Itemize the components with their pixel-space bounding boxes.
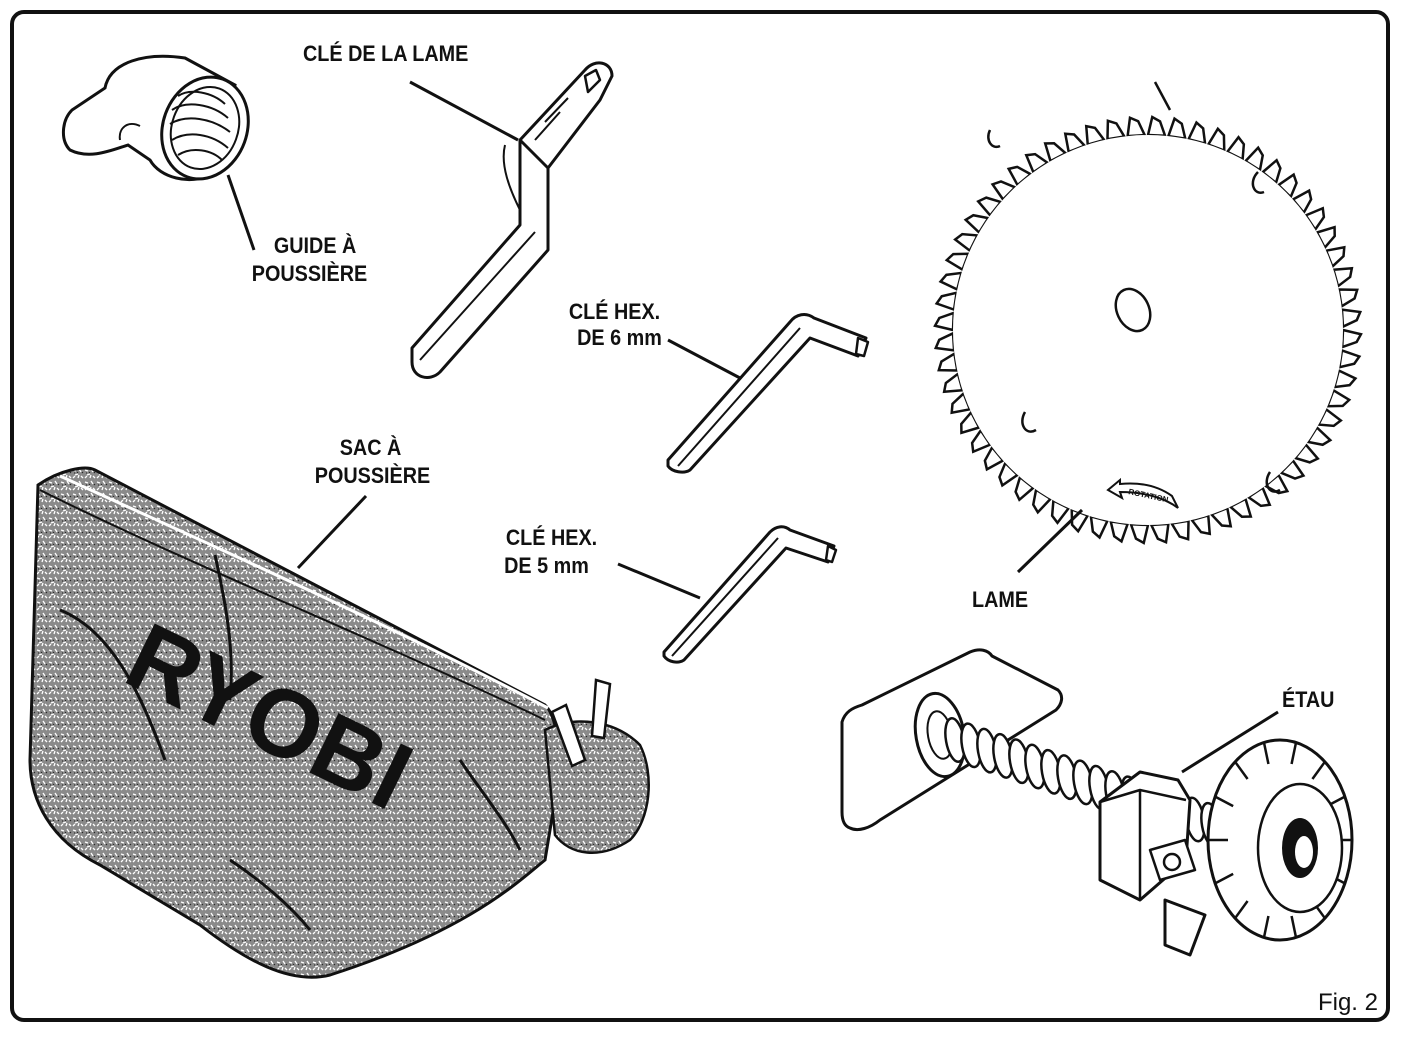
- hex-key-5mm-part: [662, 525, 838, 664]
- rotation-arrow: [1106, 477, 1179, 509]
- label-blade-wrench: CLÉ DE LA LAME: [303, 41, 469, 66]
- blade-tooth: [1169, 519, 1190, 541]
- blade-wrench-part: [410, 61, 614, 379]
- knob-ridge: [1234, 761, 1249, 780]
- label-dust-bag-line2: POUSSIÈRE: [314, 463, 431, 488]
- label-hex5-line2: DE 5 mm: [504, 553, 589, 578]
- blade-leader: [1016, 508, 1084, 574]
- dust-bag-part: RYOBI: [28, 466, 650, 979]
- blade-tooth: [1126, 115, 1147, 138]
- knob-ridge: [1214, 795, 1234, 808]
- label-dust-guide-line1: GUIDE À: [273, 233, 357, 258]
- label-hex5-line1: CLÉ HEX.: [505, 525, 598, 550]
- label-blade: LAME: [972, 587, 1029, 612]
- label-hex6-line1: CLÉ HEX.: [568, 299, 661, 324]
- label-dust-bag-line1: SAC À: [339, 435, 402, 460]
- hex-key-6mm-part: [666, 313, 870, 474]
- knob-ridge: [1290, 915, 1298, 938]
- dust-bag-leader: [296, 494, 368, 570]
- knob-ridge: [1234, 900, 1249, 919]
- label-clamp: ÉTAU: [1282, 687, 1335, 712]
- blade-tooth: [1337, 348, 1362, 369]
- hex5-leader: [617, 562, 701, 600]
- blade-tooth: [937, 351, 959, 372]
- blade-tooth: [1109, 519, 1130, 544]
- blade-tooth: [933, 311, 956, 332]
- clamp-part: [840, 648, 1354, 957]
- label-hex6-line2: DE 6 mm: [577, 325, 662, 350]
- blade-tooth: [934, 291, 959, 312]
- knob-ridge: [1311, 761, 1326, 780]
- saw-blade-part: ROTATION: [933, 81, 1363, 545]
- blade-wrench-leader: [409, 80, 519, 142]
- figure-frame: [10, 10, 1390, 1022]
- knob-ridge: [1262, 915, 1270, 938]
- dust-guide-leader: [226, 174, 256, 251]
- blade-tooth: [1106, 119, 1127, 141]
- clamp-leader: [1181, 710, 1279, 774]
- hex6-leader: [667, 338, 741, 380]
- blade-tooth: [1146, 115, 1167, 138]
- blade-tooth: [1337, 288, 1359, 309]
- arbor-hole: [1114, 287, 1152, 333]
- knob-ridge: [1262, 742, 1270, 765]
- blade-tooth: [1149, 522, 1170, 545]
- blade-tooth: [1340, 328, 1363, 349]
- blade-tooth: [1340, 308, 1363, 329]
- figure-number: Fig. 2: [1317, 989, 1378, 1016]
- dust-guide-part: [62, 54, 250, 182]
- knob-ridge: [1214, 872, 1234, 885]
- knob-ridge: [1290, 742, 1298, 765]
- label-dust-guide-line2: POUSSIÈRE: [251, 261, 368, 286]
- blade-tooth: [1129, 522, 1150, 545]
- blade-tooth: [1166, 116, 1187, 141]
- blade-tooth: [933, 331, 956, 352]
